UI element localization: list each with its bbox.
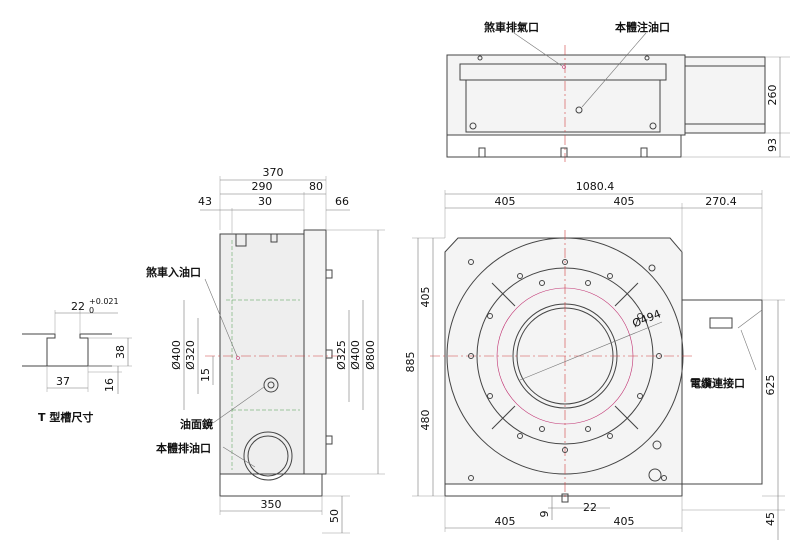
slot-title: T 型槽尺寸	[38, 410, 93, 424]
label-brake-vent: 煞車排氣口	[484, 20, 539, 34]
label-oil-sight: 油面鏡	[180, 417, 213, 431]
dim-front-625: 625	[764, 375, 777, 396]
dim-side-50: 50	[328, 509, 341, 523]
dim-top-260: 260	[766, 85, 779, 106]
dim-slot-38: 38	[114, 345, 127, 359]
dim-front-9: 9	[538, 511, 551, 518]
dim-front-270: 270.4	[705, 195, 737, 208]
dim-front-22: 22	[583, 501, 597, 514]
dim-front-405a: 405	[495, 195, 516, 208]
dim-slot-22: 22	[71, 300, 85, 313]
front-view	[412, 190, 785, 540]
dim-side-d400b: Ø400	[349, 340, 362, 370]
dim-side-80: 80	[309, 180, 323, 193]
dim-side-66: 66	[335, 195, 349, 208]
dim-slot-tol-plus: +0.021	[89, 297, 119, 306]
dim-side-290: 290	[252, 180, 273, 193]
dim-front-405b: 405	[614, 195, 635, 208]
dim-side-d325: Ø325	[335, 340, 348, 370]
dim-side-d320: Ø320	[184, 340, 197, 370]
dim-side-350: 350	[261, 498, 282, 511]
side-view	[183, 176, 385, 534]
top-view	[446, 32, 790, 162]
label-cable-port: 電纜連接口	[690, 376, 745, 390]
dim-side-15: 15	[199, 368, 212, 382]
dim-front-1080: 1080.4	[576, 180, 615, 193]
label-brake-inlet: 煞車入油口	[146, 265, 201, 279]
dim-top-93: 93	[766, 138, 779, 152]
dim-side-43: 43	[198, 195, 212, 208]
t-slot-detail	[22, 310, 132, 394]
dim-side-370: 370	[263, 166, 284, 179]
dim-side-30: 30	[258, 195, 272, 208]
dim-front-885: 885	[404, 352, 417, 373]
dim-front-405c: 405	[495, 515, 516, 528]
dim-side-d800: Ø800	[364, 340, 377, 370]
dim-side-d400a: Ø400	[170, 340, 183, 370]
dim-slot-37: 37	[56, 375, 70, 388]
dim-front-405d: 405	[614, 515, 635, 528]
dim-slot-tol-zero: 0	[89, 306, 94, 315]
label-oil-inlet-body: 本體注油口	[615, 20, 670, 34]
dim-front-405v: 405	[419, 287, 432, 308]
dim-front-45: 45	[764, 512, 777, 526]
label-oil-drain-body: 本體排油口	[156, 441, 211, 455]
dim-front-480: 480	[419, 410, 432, 431]
dim-slot-16: 16	[103, 378, 116, 392]
